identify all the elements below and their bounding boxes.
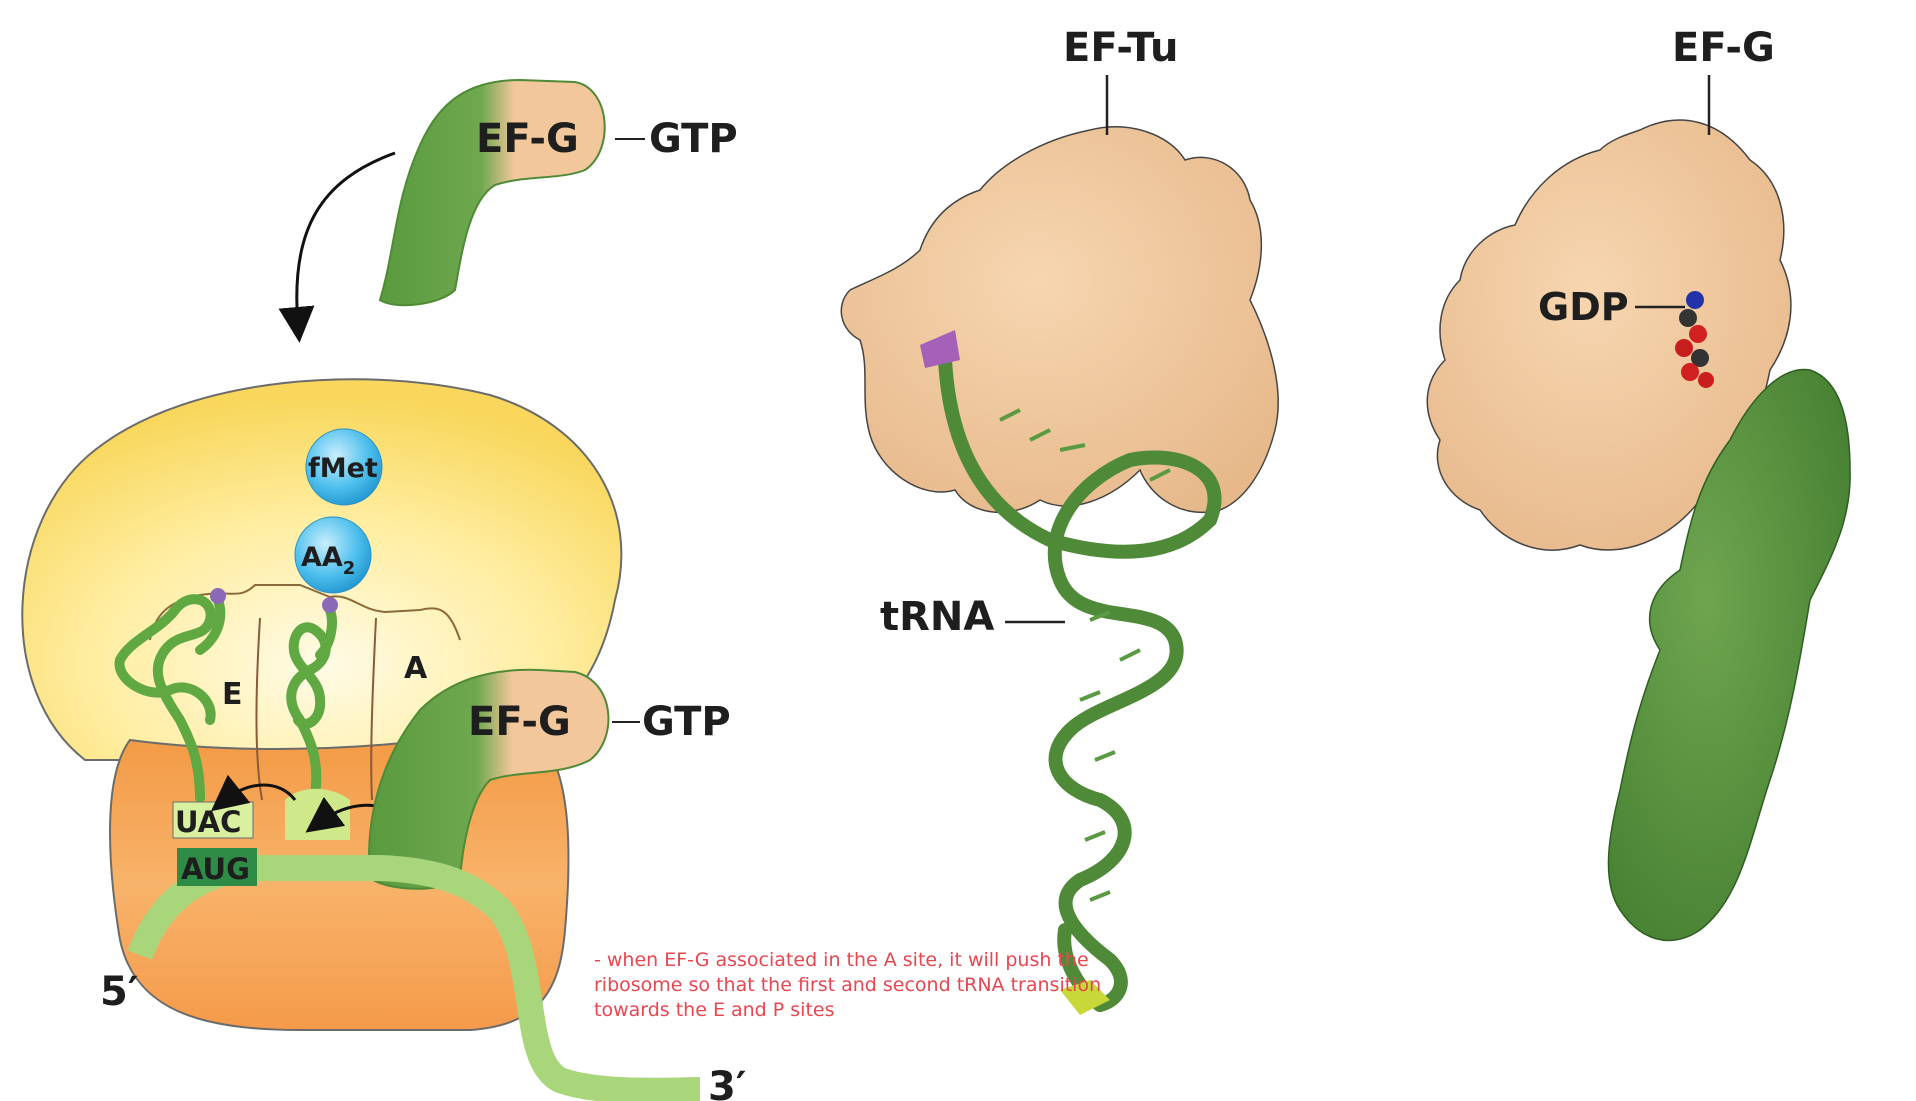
efg-right-label: EF-G: [1672, 25, 1775, 71]
codon-aug-box: [177, 848, 257, 886]
codon-uac: UAC: [175, 805, 241, 839]
trna-label: tRNA: [880, 594, 994, 640]
gdp-molecule: [1675, 291, 1714, 388]
anticodon-highlight: [1060, 980, 1110, 1015]
gdp-label: GDP: [1538, 285, 1629, 329]
efg-tan-domain: [1426, 119, 1792, 551]
efg-free-label: EF-G: [476, 116, 579, 162]
codon-aug: AUG: [181, 852, 250, 886]
eftu-label: EF-Tu: [1063, 25, 1179, 71]
eftu-trna-structure: EF-Tu tRNA: [840, 25, 1279, 1015]
trna-p-site: [286, 597, 338, 800]
gtp-free-label: GTP: [649, 116, 738, 162]
trna-bases: [999, 408, 1171, 902]
site-a-label: A: [404, 651, 428, 686]
five-prime-label: 5′: [100, 969, 138, 1015]
translocation-arrow-1: [210, 774, 297, 812]
aa2-label: AA2: [301, 542, 355, 579]
fmet-ball: [305, 428, 383, 506]
site-e-label: E: [222, 677, 243, 712]
efg-green-domain: [1607, 368, 1851, 942]
ribosome-schematic: EF-G GTP UAC: [21, 78, 746, 1101]
aa2-ball: [294, 516, 372, 594]
p-site-anticodon: [285, 788, 350, 840]
gtp-bound-label: GTP: [642, 699, 731, 745]
three-prime-label: 3′: [708, 1064, 746, 1101]
binding-arrow: [278, 151, 396, 343]
fmet-label: fMet: [308, 453, 378, 484]
trna-e-site: [114, 588, 226, 803]
efg-free-shape: [378, 78, 606, 307]
eftu-surface: [840, 126, 1279, 513]
aa-tip: [920, 330, 960, 368]
efg-bound-label: EF-G: [468, 699, 571, 745]
efg-gdp-structure: EF-G GDP: [1426, 25, 1851, 942]
annotation-note: - when EF-G associated in the A site, it…: [594, 949, 1102, 1021]
